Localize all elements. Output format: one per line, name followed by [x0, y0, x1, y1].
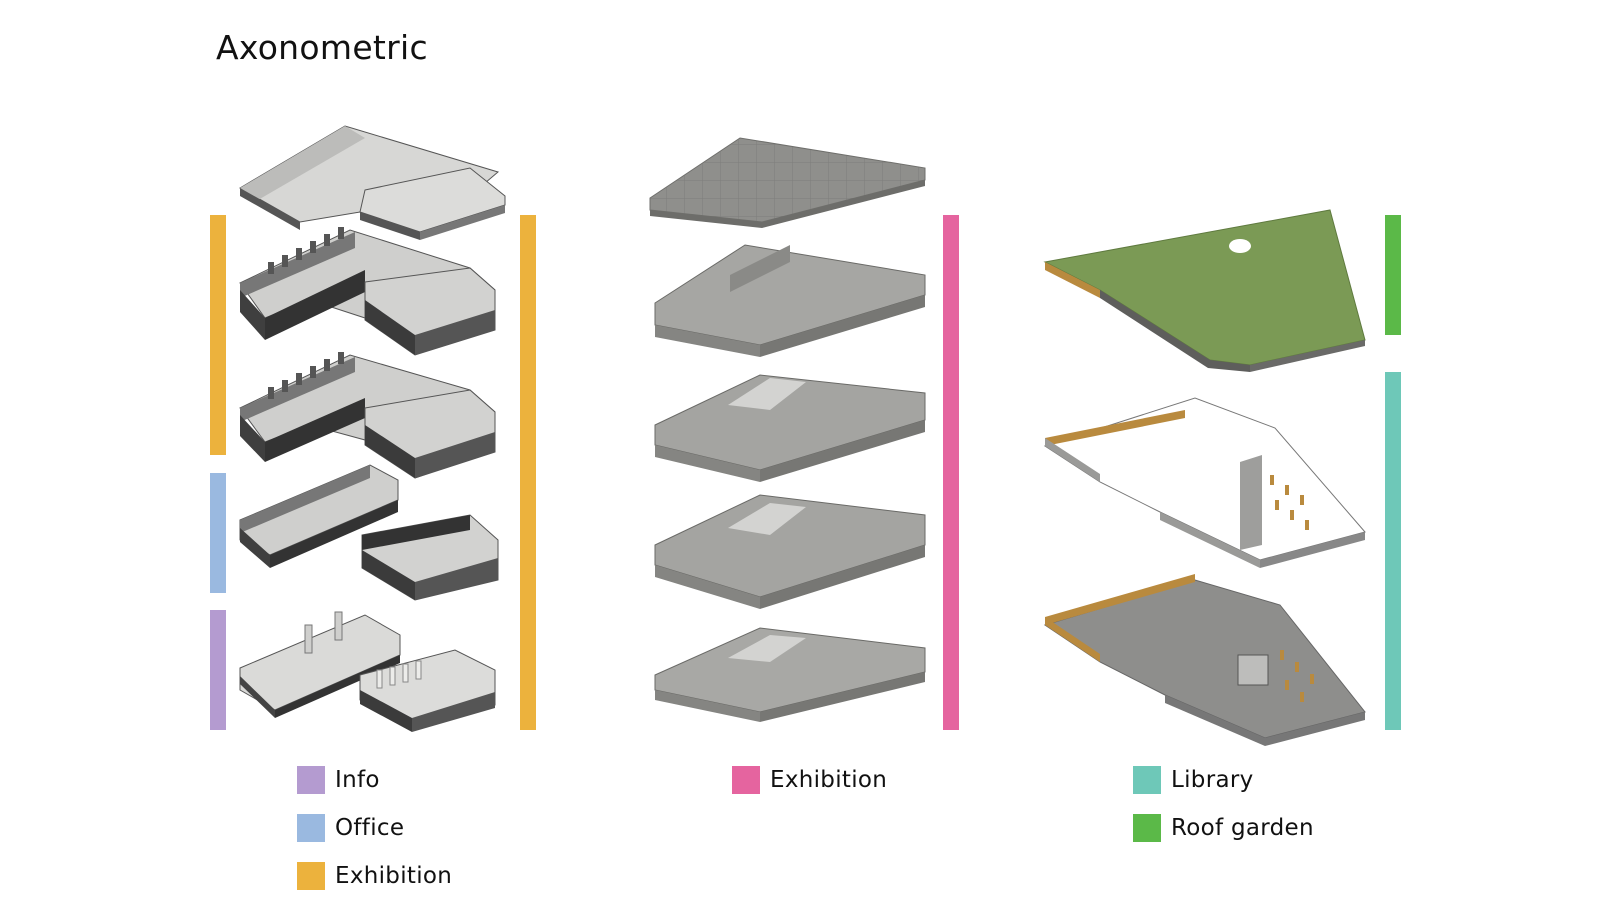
left-floor-3: [239, 464, 499, 601]
bar-middle-exhibition: [943, 215, 959, 730]
page-title: Axonometric: [216, 28, 428, 67]
legend-item-exhibition-left: Exhibition: [297, 861, 452, 891]
right-library-lower: [1043, 574, 1366, 746]
left-building-stack: [239, 125, 506, 732]
legend-item-roof-garden: Roof garden: [1133, 813, 1314, 843]
middle-floor-4: [654, 627, 926, 722]
legend-swatch-office: [297, 814, 325, 842]
legend-label-library: Library: [1171, 767, 1254, 793]
legend-swatch-roof-garden: [1133, 814, 1161, 842]
legend-item-library: Library: [1133, 765, 1254, 795]
legend-swatch-exhibition-pink: [732, 766, 760, 794]
bar-right-library: [1385, 372, 1401, 730]
legend-label-office: Office: [335, 815, 405, 841]
left-floor-2: [239, 352, 496, 479]
legend-item-info: Info: [297, 765, 380, 795]
bar-left-exhibition: [210, 215, 226, 455]
left-roof-slab: [239, 125, 506, 240]
left-floor-1: [239, 227, 496, 356]
bar-left-info: [210, 610, 226, 730]
right-library-upper: [1043, 397, 1366, 568]
middle-building-stack: [649, 137, 926, 722]
legend-item-office: Office: [297, 813, 404, 843]
legend-label-exhibition-left: Exhibition: [335, 863, 453, 889]
legend-label-exhibition-middle: Exhibition: [770, 767, 888, 793]
legend-swatch-info: [297, 766, 325, 794]
right-roof-garden: [1043, 209, 1366, 372]
legend-item-exhibition-middle: Exhibition: [732, 765, 887, 795]
legend-swatch-library: [1133, 766, 1161, 794]
middle-floor-2: [654, 374, 926, 482]
middle-floor-1: [654, 244, 926, 357]
bar-right-roof-garden: [1385, 215, 1401, 335]
bar-left-exhibition-right: [520, 215, 536, 730]
middle-roof-slab: [649, 137, 926, 228]
left-floor-4: [239, 611, 496, 732]
legend-swatch-exhibition-yellow: [297, 862, 325, 890]
middle-floor-3: [654, 494, 926, 609]
bar-left-office: [210, 473, 226, 593]
right-building-stack: [1043, 209, 1366, 746]
legend-label-info: Info: [335, 767, 380, 793]
legend-label-roof-garden: Roof garden: [1171, 815, 1314, 841]
